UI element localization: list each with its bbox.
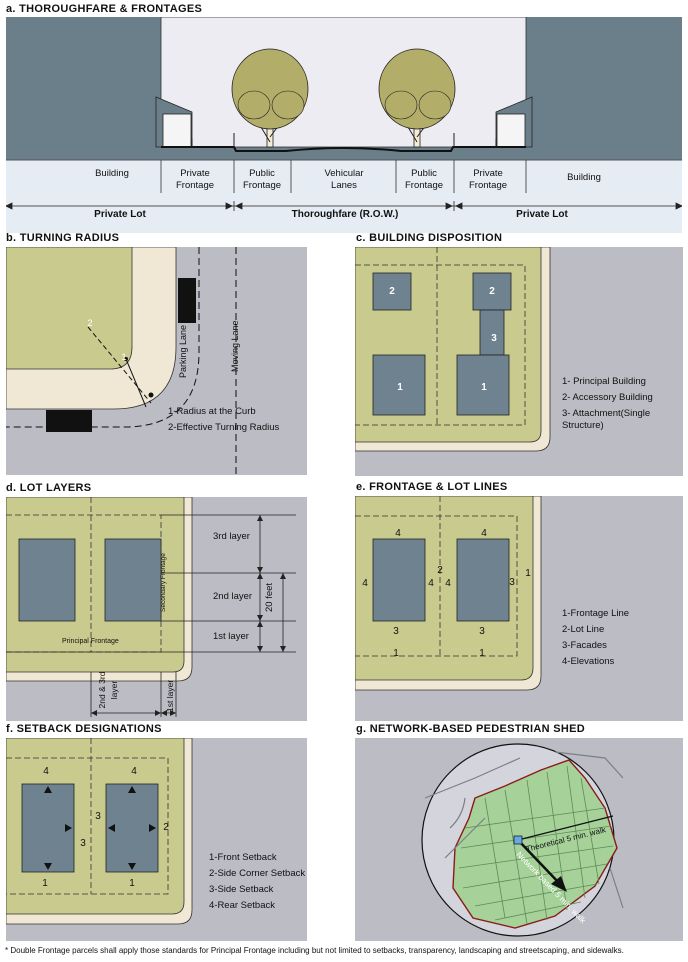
legend-principal-building: 1- Principal Building <box>562 376 646 387</box>
layer-3rd-label: 3rd layer <box>213 531 250 542</box>
legend-front-setback: 1-Front Setback <box>209 852 277 863</box>
frontage-num-3: 1 <box>525 568 531 579</box>
label-building-right: Building <box>567 172 601 183</box>
label-private-frontage-left: Private Frontage <box>175 168 215 191</box>
principal-frontage-label: Principal Frontage <box>62 638 119 645</box>
elevation-num-5: 4 <box>445 578 451 589</box>
turning-mark-2: 2 <box>87 318 93 329</box>
parking-lane-label: Parking Lane <box>178 324 188 378</box>
facade-num-1: 3 <box>509 577 515 588</box>
setback-legend: 1-Front Setback 2-Side Corner Setback 3-… <box>209 852 305 916</box>
panel-d-title: d. LOT LAYERS <box>6 482 92 494</box>
panel-a-title: a. THOROUGHFARE & FRONTAGES <box>6 3 203 15</box>
legend-frontage-line: 1-Frontage Line <box>562 608 630 619</box>
first-layer-label: 1st layer <box>165 679 175 712</box>
second-third-layer-label: 2nd & 3rd layer <box>97 671 119 709</box>
panel-g-title: g. NETWORK-BASED PEDESTRIAN SHED <box>356 723 585 735</box>
span-private-lot-left: Private Lot <box>94 209 146 220</box>
legend-lot-line: 2-Lot Line <box>562 624 605 635</box>
legend-attachment: 3- Attachment(Single Structure) <box>562 408 651 431</box>
span-thoroughfare: Thoroughfare (R.O.W.) <box>291 209 399 220</box>
panel-e-title: e. FRONTAGE & LOT LINES <box>356 481 508 493</box>
building-disposition-illustration <box>355 247 683 476</box>
span-private-lot-right: Private Lot <box>516 209 568 220</box>
facade-num-3: 3 <box>479 626 485 637</box>
setback-rear-num-2: 4 <box>131 766 137 777</box>
moving-lane-label: Moving Lane <box>230 320 240 372</box>
frontage-num-2: 1 <box>479 648 485 659</box>
setback-rear-num-1: 4 <box>43 766 49 777</box>
disposition-accessory-left: 2 <box>389 286 395 297</box>
twenty-feet-label: 20 feet <box>264 582 275 612</box>
facade-num-2: 3 <box>393 626 399 637</box>
frontage-lot-lines-legend: 1-Frontage Line 2-Lot Line 3-Facades 4-E… <box>562 608 629 672</box>
setback-corner-num: 2 <box>163 822 169 833</box>
disposition-attachment: 3 <box>491 333 497 344</box>
lot-line-num: 2 <box>437 565 443 576</box>
elevation-num-3: 4 <box>362 578 368 589</box>
elevation-num-2: 4 <box>481 528 487 539</box>
label-public-frontage-right: Public Frontage <box>404 168 444 191</box>
frontage-lot-lines-illustration <box>355 496 683 721</box>
pedestrian-shed-map <box>355 738 683 941</box>
legend-effective-radius: 2-Effective Turning Radius <box>168 422 280 433</box>
panel-c-title: c. BUILDING DISPOSITION <box>356 232 503 244</box>
legend-accessory-building: 2- Accessory Building <box>562 392 653 403</box>
layer-1st-label: 1st layer <box>213 631 249 642</box>
legend-rear-setback: 4-Rear Setback <box>209 900 276 911</box>
legend-facades: 3-Facades <box>562 640 607 651</box>
elevation-num-4: 4 <box>428 578 434 589</box>
legend-elevations: 4-Elevations <box>562 656 615 667</box>
layer-2nd-label: 2nd layer <box>213 591 253 602</box>
turning-mark-1: 1 <box>121 352 127 363</box>
label-vehicular-lanes: Vehicular Lanes <box>324 168 364 191</box>
legend-radius-curb: 1-Radius at the Curb <box>168 406 256 417</box>
setback-designations-illustration <box>6 738 307 941</box>
setback-front-num-1: 1 <box>42 878 48 889</box>
label-public-frontage-left: Public Frontage <box>242 168 282 191</box>
setback-side-num-1: 3 <box>95 811 101 822</box>
footnote: * Double Frontage parcels shall apply th… <box>5 946 624 955</box>
panel-b-title: b. TURNING RADIUS <box>6 232 120 244</box>
elevation-num-1: 4 <box>395 528 401 539</box>
disposition-principal-right: 1 <box>481 382 487 393</box>
setback-front-num-2: 1 <box>129 878 135 889</box>
disposition-principal-left: 1 <box>397 382 403 393</box>
turning-radius-legend: 1-Radius at the Curb 2-Effective Turning… <box>168 406 279 438</box>
thoroughfare-section-illustration <box>6 17 682 233</box>
legend-side-setback: 3-Side Setback <box>209 884 274 895</box>
disposition-accessory-right: 2 <box>489 286 495 297</box>
legend-side-corner-setback: 2-Side Corner Setback <box>209 868 306 879</box>
building-disposition-legend: 1- Principal Building 2- Accessory Build… <box>562 376 672 432</box>
panel-f-title: f. SETBACK DESIGNATIONS <box>6 723 162 735</box>
setback-side-num-2: 3 <box>80 838 86 849</box>
secondary-frontage-label: Secondary Frontage <box>160 553 167 612</box>
lot-layers-illustration <box>6 497 307 721</box>
turning-radius-illustration <box>6 247 307 475</box>
frontage-num-1: 1 <box>393 648 399 659</box>
label-private-frontage-right: Private Frontage <box>468 168 508 191</box>
label-building-left: Building <box>95 168 129 179</box>
